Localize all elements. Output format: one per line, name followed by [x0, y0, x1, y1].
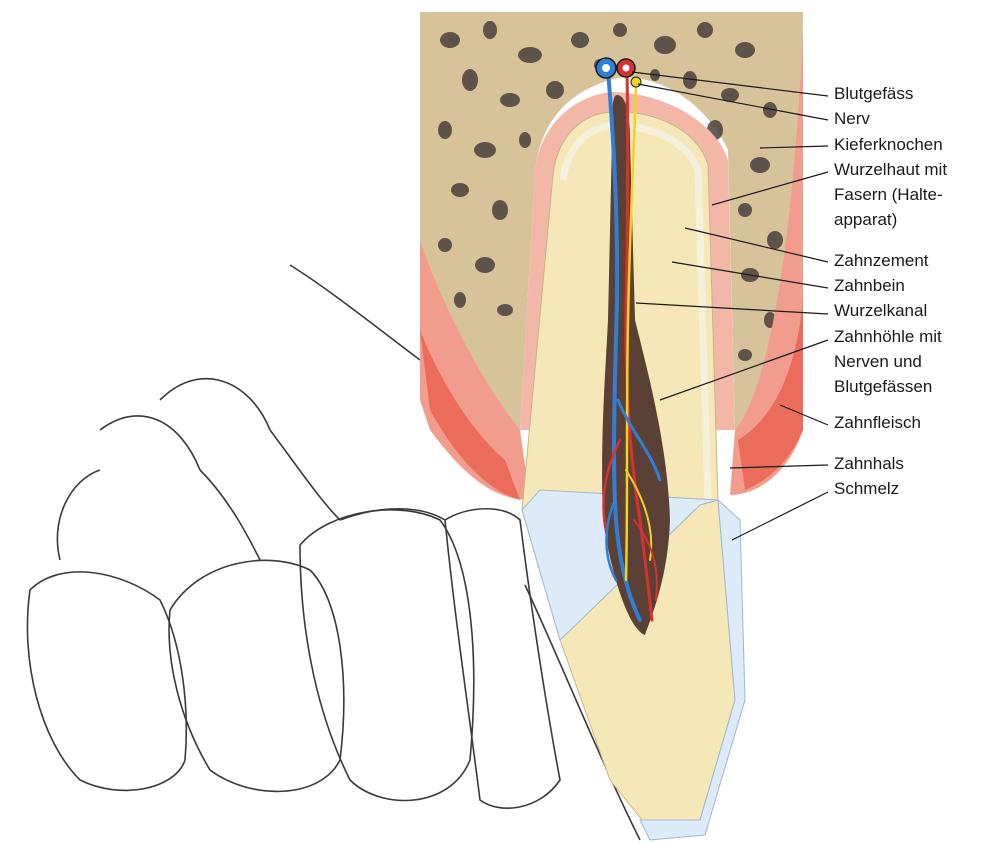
label-zahnhals: Zahnhals — [834, 453, 904, 475]
label-zahnhoehle-line1: Zahnhöhle mit — [834, 326, 942, 348]
label-zahnbein: Zahnbein — [834, 275, 905, 297]
label-wurzelhaut-line2: Fasern (Halte- — [834, 184, 943, 206]
label-wurzelhaut-line3: apparat) — [834, 209, 897, 231]
label-zahnhoehle-line3: Blutgefässen — [834, 376, 932, 398]
label-nerv: Nerv — [834, 108, 870, 130]
label-schmelz: Schmelz — [834, 478, 899, 500]
label-zahnzement: Zahnzement — [834, 250, 929, 272]
label-blutgefaess: Blutgefäss — [834, 83, 913, 105]
label-wurzelhaut-line1: Wurzelhaut mit — [834, 159, 947, 181]
label-kieferknochen: Kieferknochen — [834, 134, 943, 156]
label-zahnfleisch: Zahnfleisch — [834, 412, 921, 434]
label-wurzelkanal: Wurzelkanal — [834, 300, 927, 322]
label-zahnhoehle-line2: Nerven und — [834, 351, 922, 373]
